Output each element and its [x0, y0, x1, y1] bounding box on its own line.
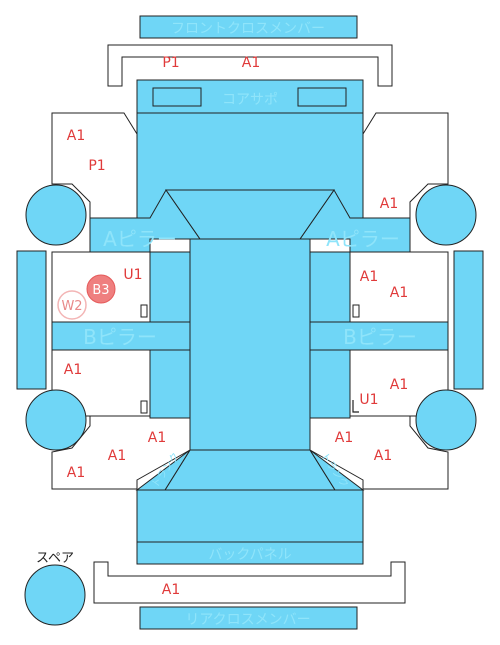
mark-front-left-fender-p1: P1	[88, 158, 105, 174]
mark-front-right-door-a1-2: A1	[390, 285, 408, 301]
b3-badge-text: B3	[92, 283, 109, 298]
b-pillar-left[interactable]: Bピラー	[51, 321, 191, 351]
front-cross-member[interactable]: フロントクロスメンバー	[139, 15, 358, 39]
w2-badge-text: W2	[61, 299, 82, 314]
mark-rear-left-quarter-a1-3: A1	[67, 465, 85, 481]
a-pillar-left-label: Aピラー	[103, 227, 177, 251]
a-pillar-left-panel	[89, 189, 201, 253]
right-rear-door-handle	[352, 400, 359, 413]
core-support-left-slot	[152, 87, 202, 107]
mark-rear-cross-a1: A1	[162, 582, 180, 598]
b-pillar-left-panel	[51, 321, 191, 351]
mark-rear-right-door-a1: A1	[390, 377, 408, 393]
front-bumper-bracket[interactable]	[107, 44, 393, 87]
front-cross-member-label: フロントクロスメンバー	[171, 21, 325, 37]
right-side-rail[interactable]	[453, 250, 484, 390]
mark-rear-right-door-u1: U1	[359, 392, 378, 408]
rear-cross-member-label: リアクロスメンバー	[185, 612, 310, 628]
left-side-rail[interactable]	[16, 250, 47, 390]
wheel-front-left[interactable]	[25, 184, 87, 246]
b-pillar-right-label: Bピラー	[343, 325, 417, 349]
left-rear-door-handle	[140, 400, 148, 414]
left-front-door-handle	[140, 304, 148, 318]
a-pillar-left[interactable]: Aピラー	[89, 189, 201, 253]
mark-front-right-door-a1-1: A1	[360, 269, 378, 285]
b-pillar-right[interactable]: Bピラー	[309, 321, 449, 351]
b-pillar-right-panel	[309, 321, 449, 351]
spare-label: スペア	[36, 551, 74, 566]
mark-front-right-fender-a1: A1	[380, 196, 398, 212]
mark-front-left-door-u1: U1	[123, 267, 142, 283]
trunk-lid[interactable]	[136, 489, 364, 543]
a-pillar-right[interactable]: Aピラー	[299, 189, 411, 253]
right-front-door-handle	[352, 304, 360, 318]
w2-badge-circle	[57, 290, 87, 320]
back-panel-rect	[136, 541, 364, 565]
spare-tire[interactable]	[24, 564, 86, 626]
a-pillar-right-panel	[299, 189, 411, 253]
core-support-label: コアサポ	[222, 92, 278, 108]
b-pillar-left-label: Bピラー	[83, 325, 157, 349]
mark-rear-left-quarter-a1-1: A1	[148, 430, 166, 446]
rear-window[interactable]	[164, 449, 336, 491]
mark-front-cross-a1: A1	[242, 55, 260, 71]
b3-badge-circle	[86, 274, 116, 304]
mark-rear-left-door-a1: A1	[64, 362, 82, 378]
rear-cross-member[interactable]: リアクロスメンバー	[139, 606, 358, 630]
mark-front-left-door-w2: W2	[57, 290, 87, 320]
core-support-right-slot	[297, 87, 347, 107]
rear-cross-member-panel	[139, 606, 358, 630]
wheel-front-right[interactable]	[415, 184, 477, 246]
back-panel[interactable]: バックパネル	[136, 541, 364, 565]
mark-front-cross-p1: P1	[162, 55, 179, 71]
roof[interactable]	[189, 238, 311, 451]
front-cross-member-panel	[139, 15, 358, 39]
mark-rear-right-quarter-a1-2: A1	[374, 448, 392, 464]
wheel-rear-right[interactable]	[415, 389, 477, 451]
mark-front-left-door-b3: B3	[86, 274, 116, 304]
a-pillar-right-label: Aピラー	[326, 227, 400, 251]
mark-rear-left-quarter-a1-2: A1	[108, 448, 126, 464]
rear-bumper-bracket[interactable]	[93, 561, 406, 604]
mark-rear-right-quarter-a1-1: A1	[335, 430, 353, 446]
wheel-rear-left[interactable]	[25, 389, 87, 451]
back-panel-label: バックパネル	[208, 547, 291, 563]
mark-front-left-fender-a1: A1	[67, 128, 85, 144]
